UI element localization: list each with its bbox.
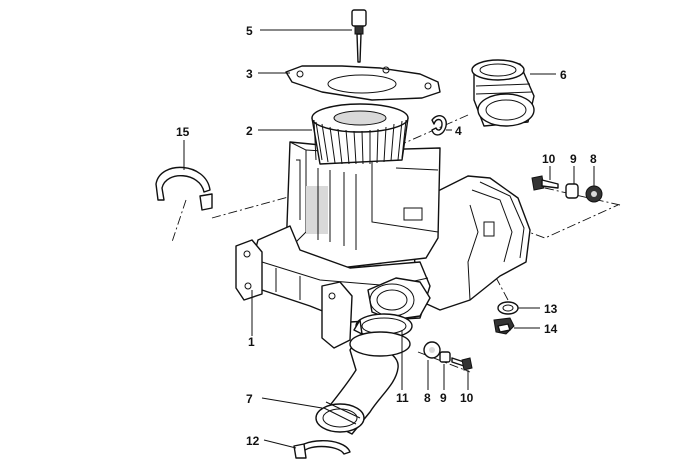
grommet-upper <box>585 185 603 203</box>
callout-2: 2 <box>246 124 253 138</box>
callout-15: 15 <box>176 125 190 139</box>
bushing-upper <box>565 183 579 199</box>
bushing-lower <box>439 351 451 363</box>
rubber-intake-boot <box>471 59 535 127</box>
intake-hose <box>315 331 411 435</box>
bolt-upper <box>531 175 559 191</box>
callout-8-upper: 8 <box>590 152 597 166</box>
callout-1: 1 <box>248 335 255 349</box>
callout-9-lower: 9 <box>440 391 447 405</box>
leader-lines <box>183 29 595 449</box>
air-filter-housing <box>235 141 531 349</box>
callout-4: 4 <box>455 124 462 138</box>
callout-10-upper: 10 <box>542 152 556 166</box>
callout-13: 13 <box>544 302 558 316</box>
retaining-clip <box>431 115 447 136</box>
callout-3: 3 <box>246 67 253 81</box>
callout-numbers: 5 3 2 4 6 15 10 9 8 13 14 1 11 8 9 10 7 … <box>176 24 597 448</box>
callout-6: 6 <box>560 68 567 82</box>
callout-14: 14 <box>544 322 558 336</box>
callout-9-upper: 9 <box>570 152 577 166</box>
callout-7: 7 <box>246 392 253 406</box>
grommet-lower <box>423 341 441 359</box>
seal-ring <box>497 301 519 315</box>
callout-8-lower: 8 <box>424 391 431 405</box>
hose-clamp-lower <box>293 440 351 459</box>
drain-valve <box>493 317 515 335</box>
filter-cover-plate <box>285 65 441 101</box>
callout-12: 12 <box>246 434 260 448</box>
callout-11: 11 <box>396 391 409 405</box>
callout-5: 5 <box>246 24 253 38</box>
bolt-lower <box>451 357 473 371</box>
temperature-sensor <box>351 9 367 63</box>
callout-10-lower: 10 <box>460 391 474 405</box>
pleated-filter-element <box>311 103 409 165</box>
clamp-band <box>155 166 213 211</box>
